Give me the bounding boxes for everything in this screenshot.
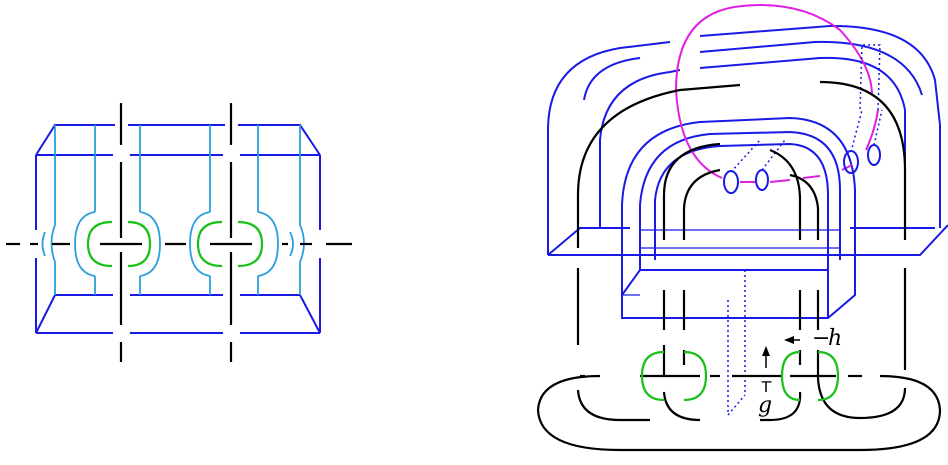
right-figure: − h − g xyxy=(538,5,948,450)
left-box-outline xyxy=(36,125,320,333)
label-minus-g: − xyxy=(760,372,773,391)
label-g: g xyxy=(758,393,772,418)
label-h: h xyxy=(828,326,842,351)
left-inner-strands xyxy=(43,125,305,295)
left-figure xyxy=(6,103,352,362)
right-outer-handle xyxy=(548,26,948,255)
right-knot-strands xyxy=(538,82,940,450)
right-middle-box xyxy=(622,118,855,318)
